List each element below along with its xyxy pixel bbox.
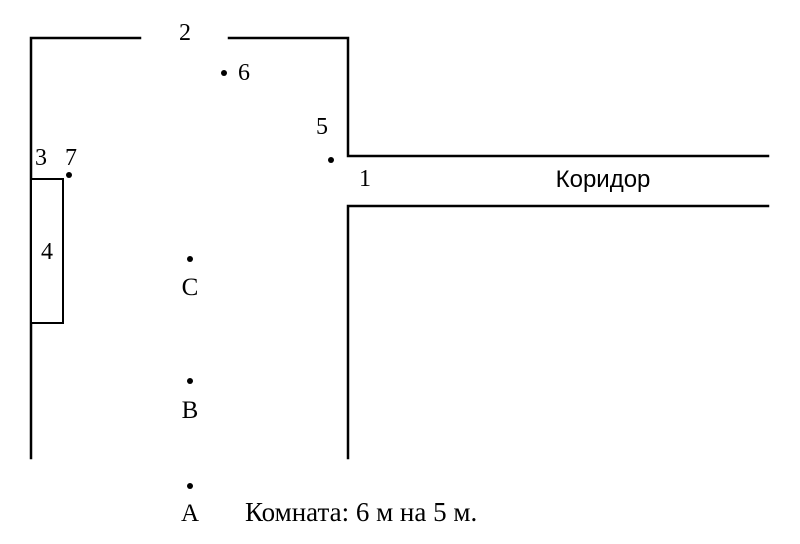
- point-7: [66, 172, 72, 178]
- label-5: 5: [316, 114, 328, 140]
- point-5: [328, 157, 334, 163]
- object-4-box: [30, 178, 64, 324]
- label-7: 7: [65, 145, 77, 171]
- label-4: 4: [41, 239, 53, 265]
- corridor-label: Коридор: [556, 166, 651, 193]
- room-wall-top-right: [227, 36, 770, 158]
- label-3: 3: [35, 145, 47, 171]
- point-c: [187, 256, 193, 262]
- room-wall-bottom-right: [346, 204, 770, 460]
- label-2: 2: [179, 20, 191, 46]
- label-1: 1: [359, 166, 371, 192]
- point-6: [221, 70, 227, 76]
- label-6: 6: [238, 60, 250, 86]
- label-c: C: [182, 274, 199, 301]
- point-b: [187, 378, 193, 384]
- label-b: B: [182, 397, 199, 424]
- point-a: [187, 483, 193, 489]
- label-a: A: [181, 500, 199, 527]
- room-caption: Комната: 6 м на 5 м.: [245, 497, 477, 527]
